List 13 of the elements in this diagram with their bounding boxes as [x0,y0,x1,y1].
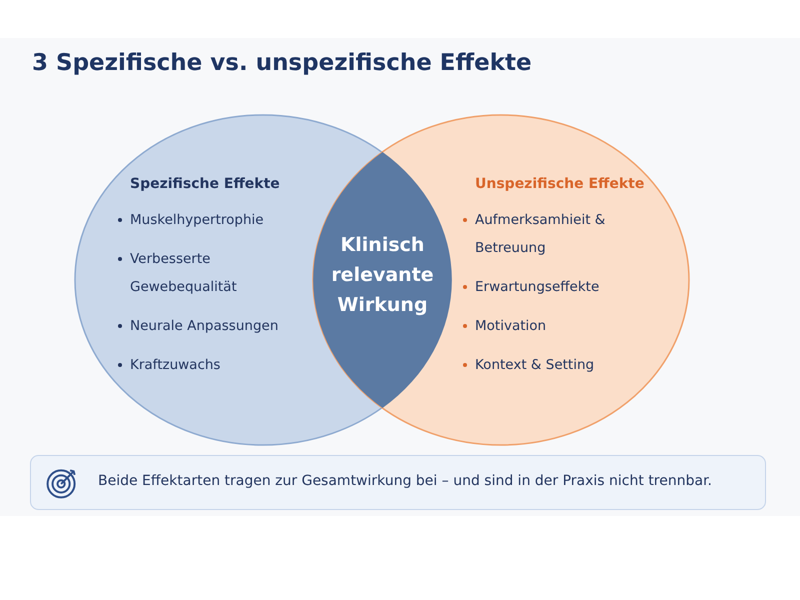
circle-heading: Spezifische Effekte [130,176,280,192]
diagram-title: 3 Spezifische vs. unspezifische Effekte [32,50,532,76]
list-item: Aufmerksamhieit & Betreuung [475,212,606,256]
list-item: Muskelhypertrophie [130,212,264,228]
summary-text: Beide Effektarten tragen zur Gesamtwirkung bei – und sind in der Praxis nicht trennbar. [98,473,712,489]
list-item: Erwartungseffekte [475,279,600,295]
list-item: Neurale Anpassungen [130,318,278,334]
circle-heading: Unspezifische Effekte [475,176,644,192]
list-item: Motivation [475,318,546,334]
list-item: Verbesserte Gewebequalität [130,251,237,295]
list-item: Kontext & Setting [475,357,594,373]
overlap-label: Klinisch relevante Wirkung [331,234,434,316]
list-item: Kraftzuwachs [130,357,220,373]
